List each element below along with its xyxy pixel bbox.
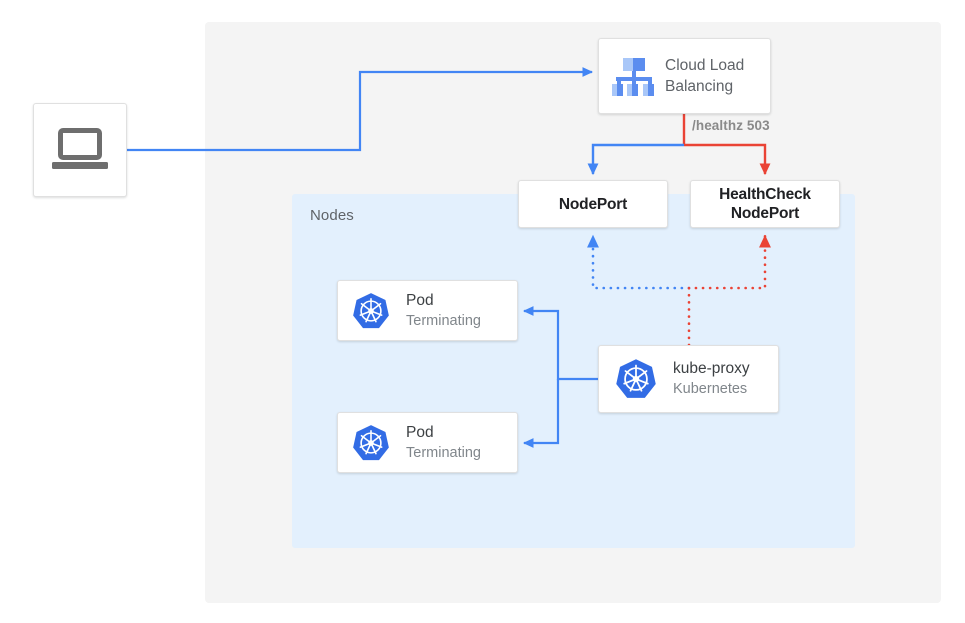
kube-proxy-title: kube-proxy [673,360,750,377]
kube-proxy-box[interactable]: kube-proxy Kubernetes [598,345,779,413]
kube-proxy-subtitle: Kubernetes [673,381,748,397]
cloud-load-balancing-icon [611,56,657,96]
pod-box-1[interactable]: Pod Terminating [337,280,518,341]
kubernetes-icon [353,292,389,328]
client-device-box[interactable] [33,103,127,197]
healthcheck-nodeport-box[interactable]: HealthCheck NodePort [690,180,840,228]
nodeport-box[interactable]: NodePort [518,180,668,228]
pod-title-2: Pod [406,423,434,441]
cloud-load-balancing-label-line1: Cloud Load [665,57,745,74]
kubernetes-icon [616,359,656,398]
cloud-load-balancing-label-line2: Balancing [665,78,734,95]
healthz-status-label: /healthz 503 [692,118,770,133]
nodes-group-label: Nodes [310,207,354,224]
nodeport-label: NodePort [558,195,628,213]
pod-status-2: Terminating [406,444,481,461]
healthcheck-nodeport-label-line2: NodePort [730,205,800,222]
pod-title-1: Pod [406,291,434,309]
pod-status-1: Terminating [406,312,481,329]
pod-box-2[interactable]: Pod Terminating [337,412,518,473]
healthcheck-nodeport-label-line1: HealthCheck [719,186,811,203]
laptop-icon [52,128,108,172]
kubernetes-icon [353,424,389,460]
cloud-load-balancing-box[interactable]: Cloud Load Balancing [598,38,771,114]
